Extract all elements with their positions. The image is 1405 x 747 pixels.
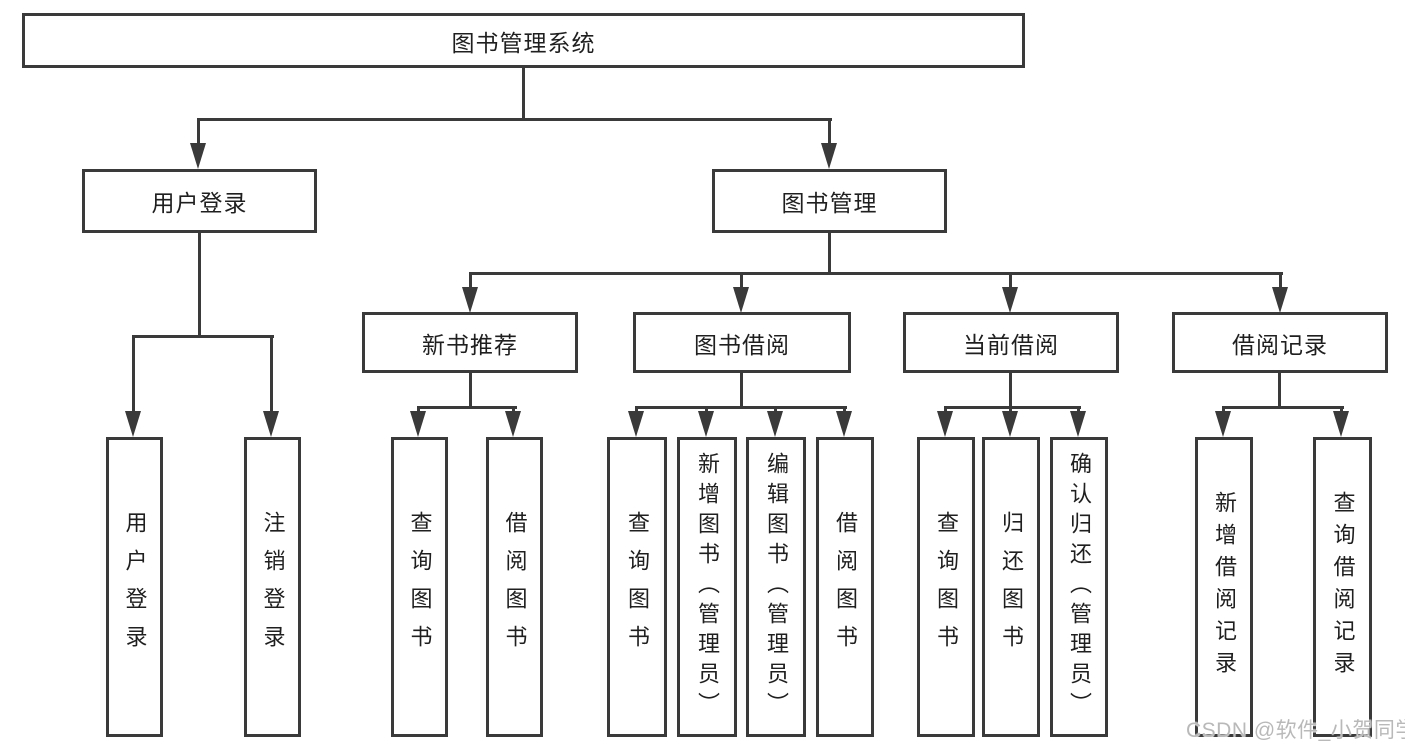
arrow-shaft — [197, 118, 200, 146]
arrow-head-icon — [767, 411, 783, 437]
leaf-label: 确认归还（管理员） — [1067, 452, 1092, 722]
connector-hline — [1222, 406, 1344, 409]
leaf-label: 归还图书 — [999, 511, 1024, 663]
leaf-query-books-borrowing: 查询图书 — [607, 437, 667, 737]
leaf-label: 查询图书 — [934, 511, 959, 663]
leaf-label: 注销登录 — [260, 511, 286, 663]
arrow-shaft — [417, 406, 420, 414]
arrow-head-icon — [125, 411, 141, 437]
arrow-head-icon — [190, 143, 206, 169]
arrow-head-icon — [263, 411, 279, 437]
leaf-label: 查询图书 — [625, 511, 650, 663]
arrow-head-icon — [1002, 287, 1018, 313]
arrow-shaft — [1340, 406, 1343, 414]
leaf-confirm-return-admin: 确认归还（管理员） — [1050, 437, 1108, 737]
leaf-borrow-books-borrowing: 借阅图书 — [816, 437, 874, 737]
leaf-query-books-recommend: 查询图书 — [391, 437, 448, 737]
arrow-shaft — [270, 335, 273, 414]
connector-vline — [740, 373, 743, 409]
node-label: 新书推荐 — [422, 331, 518, 358]
leaf-label: 新增借阅记录 — [1212, 491, 1237, 683]
node-label: 用户登录 — [151, 190, 248, 216]
node-borrowing-records: 借阅记录 — [1172, 312, 1388, 373]
arrow-shaft — [1009, 406, 1012, 414]
arrow-head-icon — [1272, 287, 1288, 313]
leaf-return-book: 归还图书 — [982, 437, 1040, 737]
arrow-shaft — [469, 272, 472, 290]
connector-vline — [198, 233, 201, 338]
arrow-head-icon — [1002, 411, 1018, 437]
arrow-head-icon — [505, 411, 521, 437]
arrow-head-icon — [1070, 411, 1086, 437]
arrow-shaft — [132, 335, 135, 414]
connector-hline — [418, 406, 517, 409]
arrow-shaft — [1077, 406, 1080, 414]
arrow-shaft — [1009, 272, 1012, 290]
arrow-head-icon — [1215, 411, 1231, 437]
node-label: 借阅记录 — [1232, 331, 1328, 358]
connector-vline — [828, 233, 831, 275]
connector-vline — [1278, 373, 1281, 409]
arrow-head-icon — [937, 411, 953, 437]
arrow-shaft — [512, 406, 515, 414]
arrow-shaft — [635, 406, 638, 414]
leaf-label: 用户登录 — [122, 511, 148, 663]
leaf-label: 编辑图书（管理员） — [764, 452, 789, 722]
node-book-borrowing: 图书借阅 — [633, 312, 851, 373]
connector-vline — [1009, 373, 1012, 409]
arrow-head-icon — [836, 411, 852, 437]
leaf-user-login: 用户登录 — [106, 437, 163, 737]
arrow-head-icon — [821, 143, 837, 169]
connector-hline — [470, 272, 1283, 275]
leaf-logout: 注销登录 — [244, 437, 301, 737]
node-label: 当前借阅 — [963, 331, 1059, 358]
node-current-borrowing: 当前借阅 — [903, 312, 1119, 373]
arrow-head-icon — [628, 411, 644, 437]
arrow-shaft — [1279, 272, 1282, 290]
connector-vline — [469, 373, 472, 409]
leaf-borrow-books-recommend: 借阅图书 — [486, 437, 543, 737]
arrow-shaft — [705, 406, 708, 414]
leaf-label: 借阅图书 — [502, 511, 528, 663]
arrow-shaft — [1222, 406, 1225, 414]
arrow-head-icon — [698, 411, 714, 437]
node-new-book-recommend: 新书推荐 — [362, 312, 578, 373]
node-label: 图书管理系统 — [451, 29, 596, 56]
connector-hline — [198, 118, 832, 121]
leaf-label: 新增图书（管理员） — [695, 452, 720, 722]
watermark: CSDN @软件_小贺同学 — [1186, 719, 1405, 742]
connector-hline — [944, 406, 1081, 409]
arrow-shaft — [828, 118, 831, 146]
leaf-query-books-current: 查询图书 — [917, 437, 975, 737]
arrow-shaft — [944, 406, 947, 414]
leaf-label: 借阅图书 — [833, 511, 858, 663]
leaf-query-borrow-record: 查询借阅记录 — [1313, 437, 1372, 737]
connector-vline — [522, 68, 525, 121]
arrow-head-icon — [733, 287, 749, 313]
arrow-head-icon — [462, 287, 478, 313]
leaf-add-book-admin: 新增图书（管理员） — [677, 437, 737, 737]
arrow-shaft — [843, 406, 846, 414]
leaf-label: 查询图书 — [407, 511, 433, 663]
node-label: 图书借阅 — [694, 331, 790, 358]
leaf-add-borrow-record: 新增借阅记录 — [1195, 437, 1253, 737]
connector-hline — [133, 335, 274, 338]
connector-hline — [636, 406, 847, 409]
arrow-head-icon — [1333, 411, 1349, 437]
arrow-shaft — [774, 406, 777, 414]
node-label: 图书管理 — [781, 190, 878, 216]
leaf-edit-book-admin: 编辑图书（管理员） — [746, 437, 806, 737]
arrow-head-icon — [410, 411, 426, 437]
arrow-shaft — [740, 272, 743, 290]
node-library-management-system: 图书管理系统 — [22, 13, 1025, 68]
node-user-login: 用户登录 — [82, 169, 317, 233]
leaf-label: 查询借阅记录 — [1330, 491, 1356, 683]
node-book-management: 图书管理 — [712, 169, 947, 233]
